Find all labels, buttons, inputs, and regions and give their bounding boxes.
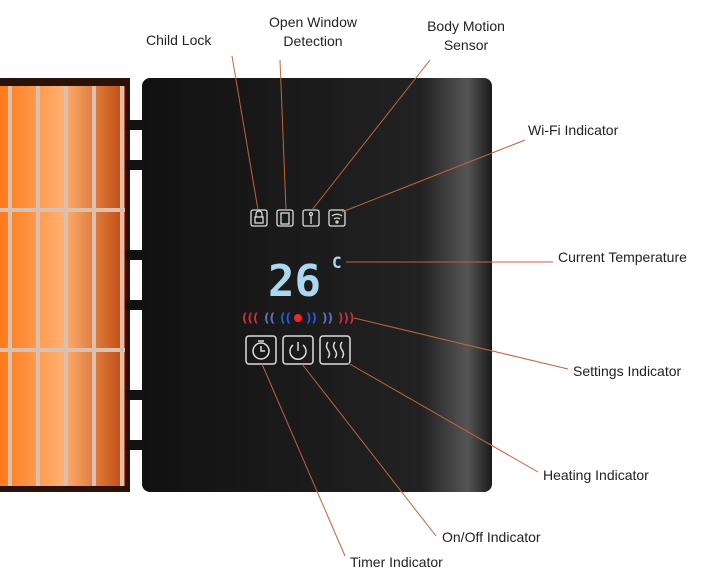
leader-lines — [231, 55, 569, 557]
child-lock-icon — [250, 209, 268, 227]
timer-icon[interactable] — [245, 335, 277, 365]
temperature-unit: C — [332, 253, 342, 272]
svg-text:))): ))) — [338, 311, 354, 325]
heating-element — [0, 78, 145, 492]
heating-icon[interactable] — [319, 335, 351, 365]
control-panel — [142, 78, 492, 492]
wifi-icon — [328, 209, 346, 227]
label-settings: Settings Indicator — [573, 363, 682, 379]
svg-text:(((: ((( — [242, 311, 258, 325]
label-body-motion-line2: Sensor — [443, 37, 489, 53]
open-window-icon — [276, 209, 294, 227]
body-motion-icon — [302, 209, 320, 227]
label-onoff: On/Off Indicator — [442, 529, 541, 545]
temperature-display: 26 — [268, 256, 321, 307]
label-heating: Heating Indicator — [543, 467, 649, 483]
label-body-motion-line1: Body Motion — [427, 18, 505, 34]
label-wifi: Wi-Fi Indicator — [528, 122, 619, 138]
svg-text:)): )) — [322, 311, 333, 325]
label-open-window-line2: Detection — [283, 33, 343, 49]
svg-text:((: (( — [280, 311, 291, 325]
label-current-temperature: Current Temperature — [558, 249, 687, 265]
svg-text:((: (( — [264, 311, 275, 325]
label-timer: Timer Indicator — [350, 554, 443, 570]
label-child-lock: Child Lock — [146, 32, 212, 48]
svg-text:)): )) — [306, 311, 317, 325]
settings-indicator-bar: ((( (( (( )) )) ))) — [242, 311, 354, 325]
power-icon[interactable] — [282, 335, 314, 365]
label-open-window-line1: Open Window — [269, 14, 357, 30]
